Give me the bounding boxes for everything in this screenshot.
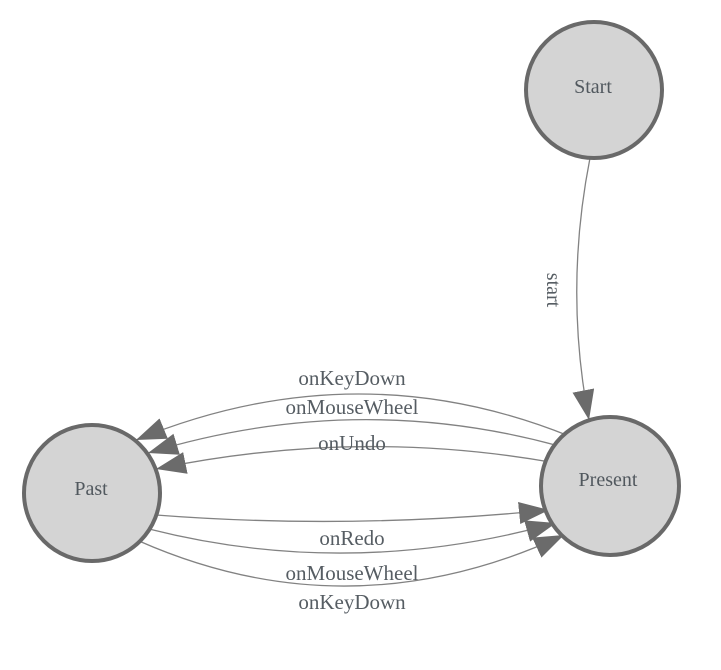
edge-label-onredo: onRedo xyxy=(319,526,384,550)
node-past: Past xyxy=(22,423,162,563)
edge-label-start: start xyxy=(542,273,564,308)
node-label-start: Start xyxy=(574,76,612,98)
edge-past-to-present-onmousewheel xyxy=(148,520,557,554)
edge-past-to-present-onredo xyxy=(155,502,550,524)
edge-label-onkeydown-top: onKeyDown xyxy=(298,366,406,390)
edge-present-to-past-onmousewheel xyxy=(147,419,560,455)
node-circle-start xyxy=(524,20,664,160)
node-circle-present xyxy=(539,415,681,557)
node-circle-past xyxy=(22,423,162,563)
node-present: Present xyxy=(539,415,681,557)
edge-label-onmousewheel-bottom: onMouseWheel xyxy=(286,561,419,585)
edge-past-to-present-onkeydown xyxy=(138,534,565,587)
node-label-past: Past xyxy=(74,478,108,500)
edge-present-to-past-onundo xyxy=(155,445,551,474)
edge-label-onkeydown-bottom: onKeyDown xyxy=(298,590,406,614)
edge-present-to-past-onkeydown xyxy=(135,393,570,441)
edge-start-to-present xyxy=(572,157,595,421)
node-label-present: Present xyxy=(579,469,638,491)
node-start: Start xyxy=(524,20,664,160)
edge-label-onundo: onUndo xyxy=(318,431,386,455)
edge-label-onmousewheel-top: onMouseWheel xyxy=(286,395,419,419)
